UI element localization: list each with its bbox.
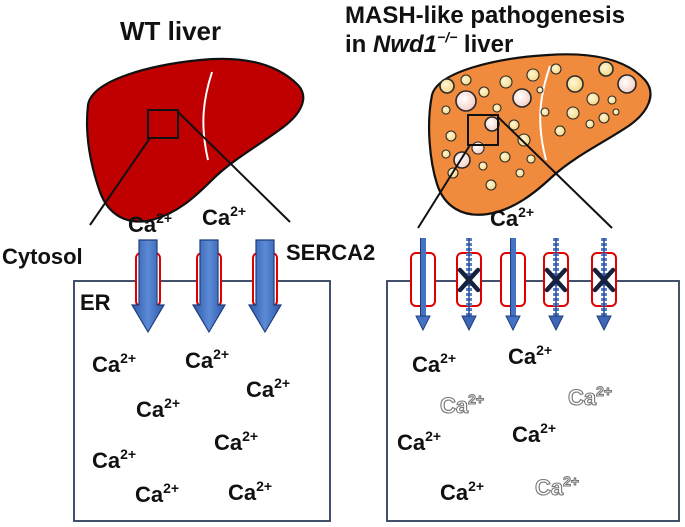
lipid-droplet-icon [515,168,525,178]
lipid-droplet-icon [536,86,544,94]
lipid-droplet-icon [512,88,532,108]
lipid-droplet-icon [439,78,455,94]
wt-er-ca-ion: Ca2+ [92,446,136,473]
mash-title-prefix: in [345,31,373,58]
wt-er-ca-ion: Ca2+ [228,478,272,505]
wt-er-ca-ion: Ca2+ [135,480,179,507]
wt-er-ca-ion: Ca2+ [214,428,258,455]
mash-er-ca-ion: Ca2+ [508,342,552,369]
cytosol-label: Cytosol [2,244,83,269]
wt-cytosol-ca-ion: Ca2+ [202,203,246,230]
wt-er-ca-ion: Ca2+ [92,350,136,377]
mash-zoom-line-left [417,144,471,229]
lipid-droplet-icon [586,92,600,106]
lipid-droplet-icon [554,125,566,137]
mash-zoom-box [467,114,499,146]
lipid-droplet-icon [598,61,614,77]
mash-er-ca-ion: Ca2+ [535,473,579,500]
wt-er-ca-ion: Ca2+ [246,375,290,402]
lipid-droplet-icon [598,112,610,124]
lipid-droplet-icon [585,119,595,129]
lipid-droplet-icon [484,116,500,132]
lipid-droplet-icon [460,74,472,86]
wt-title: WT liver [120,16,221,46]
lipid-droplet-icon [526,68,540,82]
down-arrow-icon [415,238,431,332]
wt-zoom-box [147,109,179,139]
lipid-droplet-icon [478,86,490,98]
lipid-droplet-icon [492,103,502,113]
lipid-droplet-icon [550,63,562,75]
lipid-droplet-icon [478,161,488,171]
down-arrow-icon [247,239,283,334]
lipid-droplet-icon [471,141,485,155]
lipid-droplet-icon [441,149,451,159]
x-mark-icon [457,267,481,293]
wt-zoom-line-right [177,111,291,223]
mash-zoom-line-right [497,116,613,229]
wt-zoom-line-left [89,137,151,226]
lipid-droplet-icon [566,75,584,93]
wt-er-label: ER [80,290,111,315]
mash-er-ca-ion: Ca2+ [512,420,556,447]
mash-er-ca-ion: Ca2+ [568,383,612,410]
mash-title-suffix: liver [457,31,513,58]
wt-er-ca-ion: Ca2+ [185,346,229,373]
lipid-droplet-icon [441,105,451,115]
lipid-droplet-icon [540,107,550,117]
mash-title-line1: MASH-like pathogenesis [345,2,625,29]
lipid-droplet-icon [455,90,477,112]
lipid-droplet-icon [445,130,457,142]
x-mark-icon [544,267,568,293]
wt-er-ca-ion: Ca2+ [136,395,180,422]
lipid-droplet-icon [607,95,617,105]
lipid-droplet-icon [526,154,536,164]
down-arrow-icon [191,239,227,334]
mash-title-gene-sup: −/− [437,29,457,45]
lipid-droplet-icon [499,151,511,163]
serca2-label: SERCA2 [286,240,375,265]
mash-cytosol-ca-ion: Ca2+ [490,204,534,231]
down-arrow-icon [130,239,166,334]
mash-er-box [386,280,680,522]
x-mark-icon [592,267,616,293]
mash-er-ca-ion: Ca2+ [440,391,484,418]
lipid-droplet-icon [499,75,513,89]
down-arrow-icon [505,238,521,332]
mash-er-ca-ion: Ca2+ [412,350,456,377]
lipid-droplet-icon [617,74,637,94]
lipid-droplet-icon [517,133,531,147]
wt-cytosol-ca-ion: Ca2+ [128,210,172,237]
lipid-droplet-icon [508,119,520,131]
mash-title-gene: Nwd1 [373,31,437,58]
mash-er-ca-ion: Ca2+ [440,478,484,505]
mash-er-ca-ion: Ca2+ [397,428,441,455]
mash-title-line2: in Nwd1−/− liver [345,29,513,58]
lipid-droplet-icon [566,106,580,120]
lipid-droplet-icon [485,179,497,191]
wt-liver-icon [85,57,305,223]
lipid-droplet-icon [612,108,620,116]
mash-liver-icon [428,53,652,216]
